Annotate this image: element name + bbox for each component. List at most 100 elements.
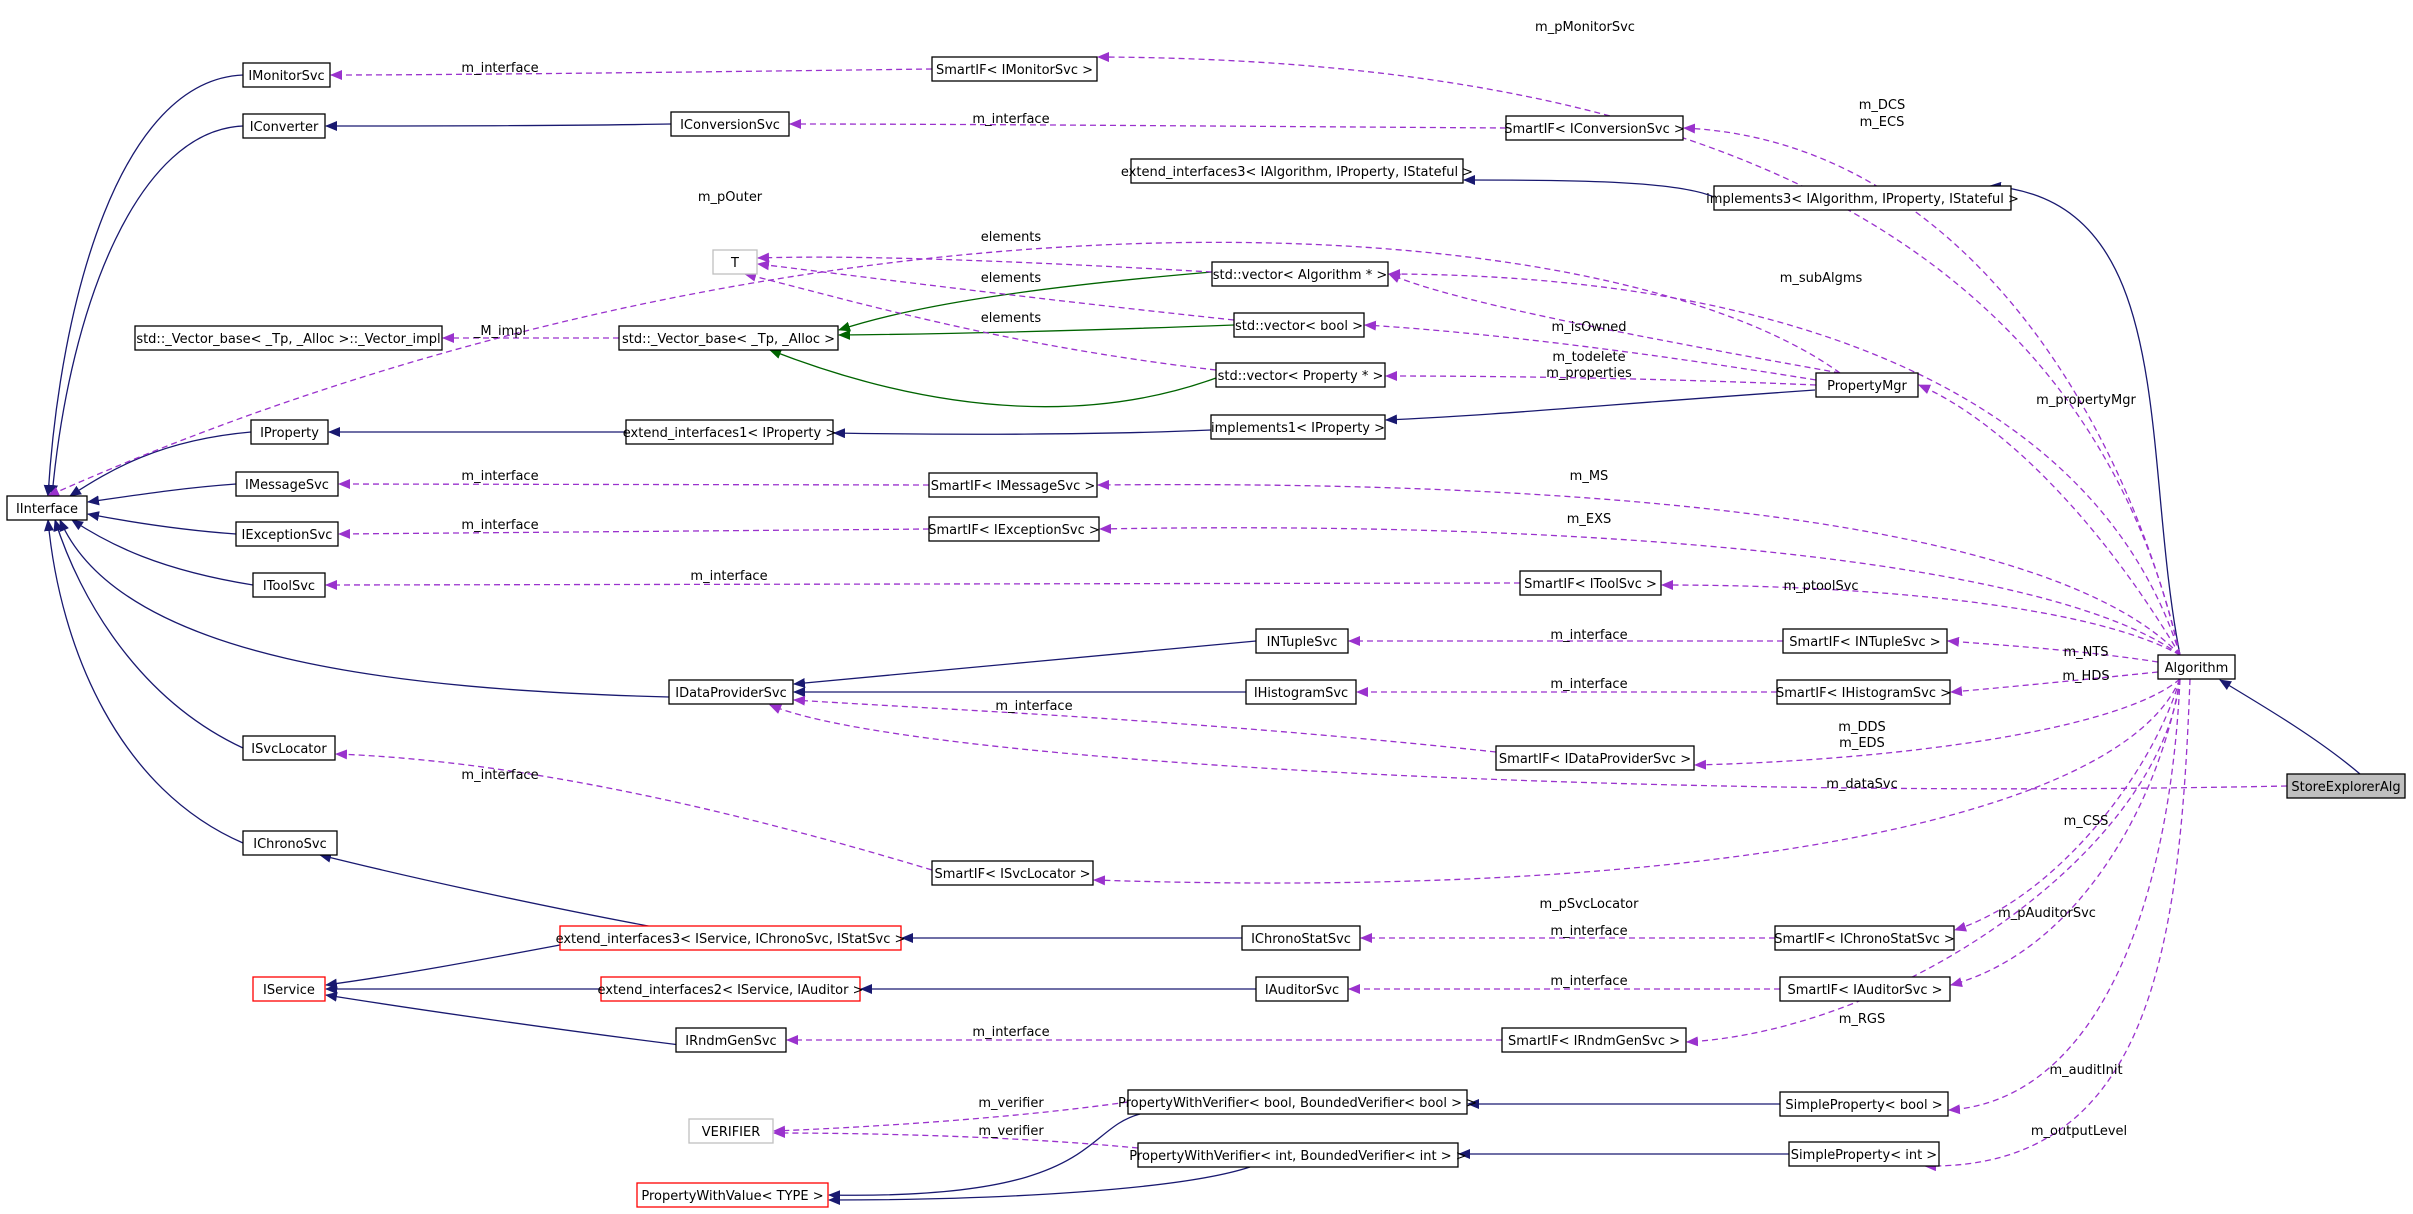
node-iinterface[interactable]: IInterface [6,495,88,521]
node-itool-svc[interactable]: IToolSvc [252,572,326,598]
node-smart-auditor[interactable]: SmartIF< IAuditorSvc > [1779,976,1951,1002]
node-box [1774,925,1955,951]
node-smart-histogram[interactable]: SmartIF< IHistogramSvc > [1776,679,1951,705]
node-ext-interfaces1[interactable]: extend_interfaces1< IProperty > [623,419,836,445]
node-label: IProperty [260,426,319,441]
node-store-explorer-alg[interactable]: StoreExplorerAlg [2286,773,2406,799]
node-iservice[interactable]: IService [252,976,326,1002]
node-vector-base-impl[interactable]: std::_Vector_base< _Tp, _Alloc >::_Vecto… [134,325,443,351]
node-box [242,735,336,761]
node-property-mgr[interactable]: PropertyMgr [1815,372,1919,398]
node-box [636,1182,829,1208]
edge-algorithm-uses-smartmsg [1097,479,2181,656]
node-box [931,56,1098,82]
node-irndm-gen-svc[interactable]: IRndmGenSvc [675,1027,787,1053]
node-label: IMonitorSvc [248,69,324,84]
node-ext-interfaces3-svc[interactable]: extend_interfaces3< IService, IChronoSvc… [556,925,906,951]
edge-algorithm-uses-smartsvcloc [1093,678,2181,886]
node-smart-monitor[interactable]: SmartIF< IMonitorSvc > [931,56,1098,82]
edge-label-m-interface: m_interface [995,699,1072,714]
node-smart-chrono-stat[interactable]: SmartIF< IChronoStatSvc > [1774,925,1955,951]
node-impl1[interactable]: implements1< IProperty > [1210,414,1386,440]
node-impl3-alg[interactable]: implements3< IAlgorithm, IProperty, ISta… [1706,185,2019,211]
node-isvc-locator[interactable]: ISvcLocator [242,735,336,761]
edge-algorithm-uses-propertymgr [1918,384,2181,656]
edge-algorithm-uses-smartauditor [1950,678,2181,987]
node-vec-algorithm[interactable]: std::vector< Algorithm * > [1211,261,1389,287]
node-box [931,860,1094,886]
node-label: PropertyWithValue< TYPE > [641,1189,823,1204]
node-box [235,521,339,547]
node-idata-provider-svc[interactable]: IDataProviderSvc [668,679,794,705]
node-vec-property[interactable]: std::vector< Property * > [1215,362,1386,388]
node-iconversion-svc[interactable]: IConversionSvc [670,111,790,137]
node-property-with-value[interactable]: PropertyWithValue< TYPE > [636,1182,829,1208]
node-intuple-svc[interactable]: INTupleSvc [1255,628,1349,654]
edge-ichrono-inherits-iinterface [44,519,244,844]
node-box [1779,1091,1949,1117]
edge-algorithm-uses-smarttool [1661,580,2181,656]
node-smart-tool[interactable]: SmartIF< IToolSvc > [1519,570,1662,596]
node-pwvint[interactable]: PropertyWithVerifier< int, BoundedVerifi… [1129,1142,1467,1168]
node-label: IInterface [16,502,78,517]
node-label: SmartIF< IConversionSvc > [1504,122,1685,137]
node-ext-interfaces2[interactable]: extend_interfaces2< IService, IAuditor > [598,976,864,1002]
node-box [252,572,326,598]
node-smart-exception[interactable]: SmartIF< IExceptionSvc > [928,516,1100,542]
node-label: SmartIF< ISvcLocator > [934,867,1090,882]
node-label: T [730,256,739,271]
edge-smarttool-uses-itool [325,579,1521,590]
node-label: SmartIF< INTupleSvc > [1789,635,1940,650]
node-label: implements3< IAlgorithm, IProperty, ISta… [1706,192,2019,207]
node-pwvbool[interactable]: PropertyWithVerifier< bool, BoundedVerif… [1118,1089,1477,1115]
edge-label-m-eds: m_EDS [1839,736,1885,751]
node-iexception-svc[interactable]: IExceptionSvc [235,521,339,547]
node-label: ISvcLocator [251,742,327,757]
node-iauditor-svc[interactable]: IAuditorSvc [1255,976,1349,1002]
node-t[interactable]: T [712,249,758,275]
edge-label-m-output-level: m_outputLevel [2031,1124,2127,1139]
node-ichrono-stat-svc[interactable]: IChronoStatSvc [1241,925,1361,951]
node-smart-ntuple[interactable]: SmartIF< INTupleSvc > [1782,628,1948,654]
edge-algorithm-uses-smartconv [1683,123,2181,656]
edge-label-m-p-outer: m_pOuter [698,190,763,205]
edge-label-m-nts: m_NTS [2063,645,2108,660]
node-label: implements1< IProperty > [1211,421,1385,436]
node-vec-bool[interactable]: std::vector< bool > [1233,312,1365,338]
node-simple-prop-bool[interactable]: SimpleProperty< bool > [1779,1091,1949,1117]
node-algorithm[interactable]: Algorithm [2157,654,2236,680]
node-iproperty[interactable]: IProperty [250,419,329,445]
edge-algorithm-uses-smartdata [1694,678,2181,770]
node-label: SimpleProperty< bool > [1785,1098,1942,1113]
node-box [1137,1142,1459,1168]
node-ichrono-svc[interactable]: IChronoSvc [242,830,338,856]
edges-layer [43,52,2361,1205]
node-ext-interfaces3-alg[interactable]: extend_interfaces3< IAlgorithm, IPropert… [1121,158,1473,184]
node-label: VERIFIER [702,1125,761,1140]
node-smart-conversion[interactable]: SmartIF< IConversionSvc > [1504,115,1685,141]
node-simple-prop-int[interactable]: SimpleProperty< int > [1788,1141,1940,1167]
node-ihistogram-svc[interactable]: IHistogramSvc [1245,679,1357,705]
node-verifier[interactable]: VERIFIER [688,1118,774,1144]
edge-algorithm-uses-vecalg-subalgms [1388,269,2181,656]
node-smart-data-provider[interactable]: SmartIF< IDataProviderSvc > [1495,745,1695,771]
node-smart-rndm-gen[interactable]: SmartIF< IRndmGenSvc > [1501,1027,1687,1053]
node-imonitor-svc[interactable]: IMonitorSvc [242,62,331,88]
edge-propertymgr-uses-vecalg [1388,273,1841,374]
node-label: PropertyWithVerifier< int, BoundedVerifi… [1129,1149,1466,1164]
edge-propertymgr-uses-vecprop [1385,371,1817,386]
node-box [242,113,326,139]
edge-intuple-inherits-idata [793,640,1257,688]
edge-labels-layer: m_pMonitorSvcm_interfacem_DCSm_ECSm_inte… [461,20,2136,1139]
node-vector-base[interactable]: std::_Vector_base< _Tp, _Alloc > [618,325,839,351]
node-smart-message[interactable]: SmartIF< IMessageSvc > [928,472,1098,498]
edge-imonitor-inherits-iinterface [43,74,244,497]
edge-label-m-p-monitor-svc: m_pMonitorSvc [1535,20,1635,35]
node-box [1779,976,1951,1002]
node-smart-svc-locator[interactable]: SmartIF< ISvcLocator > [931,860,1094,886]
edge-idata-inherits-iinterface [59,519,670,698]
node-imessage-svc[interactable]: IMessageSvc [235,471,339,497]
node-iconverter[interactable]: IConverter [242,113,326,139]
node-label: SmartIF< IMonitorSvc > [936,63,1093,78]
